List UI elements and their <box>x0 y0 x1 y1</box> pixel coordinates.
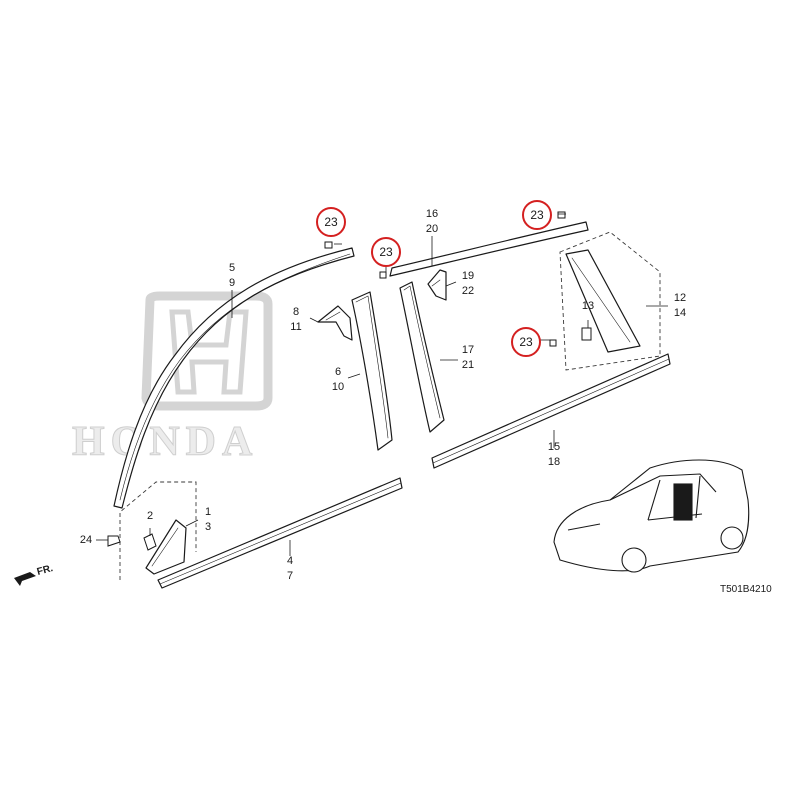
callout-10: 10 <box>331 381 345 393</box>
clip-23a <box>324 241 333 249</box>
dashed-box-rear <box>559 231 661 371</box>
callout-12: 12 <box>673 292 687 304</box>
callout-21: 21 <box>461 359 475 371</box>
clip-23c <box>557 211 566 219</box>
callout-11: 11 <box>290 321 302 333</box>
highlight-circle-23a <box>316 207 346 237</box>
callout-23c: 23 <box>530 208 544 222</box>
callout-16: 16 <box>425 208 439 220</box>
callout-19: 19 <box>461 270 475 282</box>
callout-1: 1 <box>204 506 212 518</box>
rear-upper-molding-16-20 <box>389 221 589 277</box>
callout-2: 2 <box>146 510 154 522</box>
screw-24 <box>107 535 121 547</box>
dashed-box-front <box>119 481 197 580</box>
clip-23d <box>549 339 557 347</box>
highlight-circle-23c <box>522 200 552 230</box>
highlight-circle-23b <box>371 237 401 267</box>
clip-2 <box>143 533 157 551</box>
callout-8: 8 <box>292 306 300 318</box>
callout-23d: 23 <box>519 335 533 349</box>
callout-13: 13 <box>581 300 595 312</box>
callout-3: 3 <box>204 521 212 533</box>
callout-5: 5 <box>228 262 236 274</box>
bracket-19-22 <box>427 269 447 301</box>
callout-4: 4 <box>286 555 294 567</box>
pillar-garnish-6-10 <box>351 291 393 451</box>
callout-22: 22 <box>461 285 475 297</box>
callout-23b: 23 <box>379 245 393 259</box>
callout-6: 6 <box>334 366 342 378</box>
honda-wordmark-watermark: HONDA <box>71 419 259 466</box>
clip-13 <box>581 327 592 341</box>
callout-9: 9 <box>228 277 236 289</box>
callout-23a: 23 <box>324 215 338 229</box>
quarter-garnish-12-14 <box>565 249 641 353</box>
roof-molding-5-9 <box>113 247 355 509</box>
callout-7: 7 <box>286 570 294 582</box>
callout-18: 18 <box>547 456 561 468</box>
highlight-circle-23d <box>511 327 541 357</box>
callout-20: 20 <box>425 223 439 235</box>
belt-molding-4-7 <box>157 477 403 589</box>
callout-17: 17 <box>461 344 475 356</box>
callout-24: 24 <box>79 534 93 546</box>
callout-15: 15 <box>547 441 561 453</box>
diagram-code: T501B4210 <box>720 584 772 595</box>
vehicle-thumbnail <box>553 459 750 573</box>
front-arrow-icon <box>14 572 36 586</box>
callout-14: 14 <box>673 307 687 319</box>
pillar-garnish-17-21 <box>399 281 445 433</box>
corner-piece-8-11 <box>317 305 353 341</box>
clip-23b <box>379 271 387 279</box>
